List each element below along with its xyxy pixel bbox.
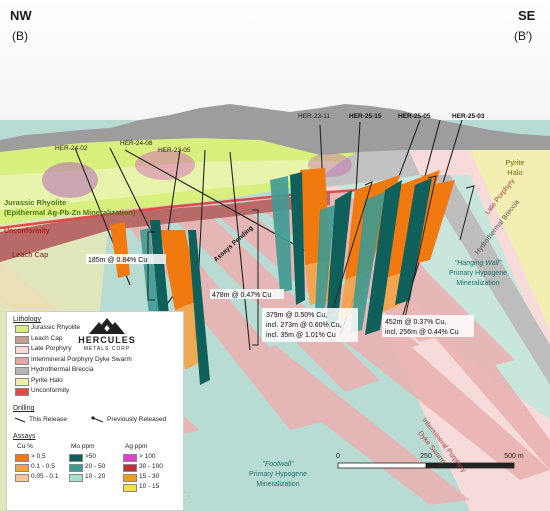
leach-cap-label: Leach Cap <box>12 250 48 259</box>
legend-panel: HERCULES METALS CORP Lithology Jurassic … <box>6 311 184 511</box>
lithology-swatch <box>15 346 29 354</box>
svg-text:478m @ 0.47% Cu: 478m @ 0.47% Cu <box>212 292 271 299</box>
hanging-wall-label-3: Mineralization <box>456 280 499 287</box>
drillhole-label: HER-25-15 <box>349 113 382 120</box>
ag-swatch <box>123 464 137 472</box>
mo-swatch <box>69 474 83 482</box>
pyrite-halo-zone <box>470 150 550 330</box>
unconformity-label: Unconformity <box>4 228 50 235</box>
cu-swatch <box>15 454 29 462</box>
cu-label: 0.05 - 0.1 <box>31 473 59 480</box>
drillhole-label: HER-23-11 <box>298 113 330 120</box>
cu-swatch <box>15 464 29 472</box>
svg-text:incl. 256m @ 0.44% Cu: incl. 256m @ 0.44% Cu <box>385 329 459 336</box>
drillhole-label: HER-25-05 <box>398 113 431 120</box>
ag-swatch <box>123 484 137 492</box>
leach-cap-band <box>0 192 330 262</box>
mo-label: >50 <box>85 453 97 460</box>
collar-cluster-left <box>42 150 352 198</box>
lithology-title: Lithology <box>13 316 42 323</box>
pyrite-halo-label: Pyrite <box>505 158 524 167</box>
drillhole-label: HER-24-08 <box>120 140 153 147</box>
ag-label: 30 - 100 <box>139 463 163 470</box>
lithology-swatch <box>15 367 29 375</box>
intercept-452-label: 452m @ 0.37% Cu, incl. 256m @ 0.44% Cu <box>382 315 474 337</box>
intercept-379-label: 379m @ 0.50% Cu, incl. 273m @ 0.60% Cu, … <box>262 308 358 342</box>
cu-swatch <box>15 474 29 482</box>
intercept-185-label: 185m @ 0.84% Cu <box>86 254 166 264</box>
topography-surface <box>0 104 550 155</box>
drillhole-label: HER-23-05 <box>158 147 191 154</box>
ag-swatch <box>123 454 137 462</box>
ag-swatch <box>123 474 137 482</box>
svg-text:185m @ 0.84% Cu: 185m @ 0.84% Cu <box>88 257 147 264</box>
lithology-label: Unconformity <box>31 387 70 394</box>
lithology-swatch <box>15 335 29 344</box>
lithology-swatch <box>15 388 29 396</box>
cu-title: Cu % <box>17 443 33 450</box>
se-direction-label: SE <box>518 8 536 23</box>
drilling-symbols <box>14 416 104 423</box>
nw-direction-label: NW <box>10 8 32 23</box>
svg-text:379m @ 0.50% Cu,: 379m @ 0.50% Cu, <box>266 312 327 319</box>
scale-tick-0: 0 <box>336 453 340 460</box>
mo-swatch <box>69 464 83 472</box>
pyrite-halo-label-2: Halo <box>507 168 522 177</box>
svg-text:incl. 273m @ 0.60% Cu,: incl. 273m @ 0.60% Cu, <box>266 322 342 329</box>
lithology-label: Pyrite Halo <box>31 376 63 384</box>
lithology-label: Hydrothermal Breccia <box>31 366 94 373</box>
drillhole-label: HER-24-02 <box>55 145 88 152</box>
rhyolite-sublabel: (Epithermal Ag-Pb-Zn Mineralization) <box>4 208 136 217</box>
lithology-label: Jurassic Rhyolite <box>31 324 81 331</box>
hanging-wall-label-2: Primary Hypogene <box>449 270 507 277</box>
scale-bar: 0 250 500 m <box>336 453 524 469</box>
mo-swatch <box>69 454 83 462</box>
drill-previous-label: Previously Released <box>107 416 167 423</box>
mo-title: Mo ppm <box>71 443 95 450</box>
lithology-swatch <box>15 325 29 333</box>
lithology-label: Late Porphyry <box>31 345 72 352</box>
hanging-wall-label: "Hanging Wall" <box>455 260 502 267</box>
rhyolite-label: Jurassic Rhyolite <box>4 198 66 207</box>
cu-label: > 0.5 <box>31 453 46 460</box>
drill-this-release-label: This Release <box>29 416 67 423</box>
drilling-title: Drilling <box>13 405 35 412</box>
drillhole-label: HER-25-03 <box>452 113 485 120</box>
footwall-label: "Footwall" <box>262 461 294 468</box>
footwall-label-3: Mineralization <box>256 481 299 488</box>
scale-tick-500: 500 m <box>504 453 524 460</box>
lithology-swatch <box>15 377 29 386</box>
ag-label: 10 - 15 <box>139 483 160 490</box>
se-section-label: (B′) <box>514 29 532 43</box>
hercules-logo: HERCULES METALS CORP <box>78 318 136 352</box>
intercept-478-label: 478m @ 0.47% Cu <box>210 289 284 299</box>
scale-tick-250: 250 <box>420 453 432 460</box>
ag-label: 15 - 30 <box>139 473 160 480</box>
mo-label: 10 - 20 <box>85 473 106 480</box>
nw-section-label: (B) <box>12 29 28 43</box>
hydrothermal-breccia-zone <box>420 175 550 385</box>
svg-text:incl. 35m @ 1.01% Cu: incl. 35m @ 1.01% Cu <box>266 332 336 339</box>
svg-text:452m @ 0.37% Cu,: 452m @ 0.37% Cu, <box>385 319 446 326</box>
logo-name: HERCULES <box>78 335 136 345</box>
logo-sub: METALS CORP <box>84 346 130 352</box>
sky-background <box>0 0 550 130</box>
cu-label: 0.1 - 0.5 <box>31 463 55 470</box>
mo-label: 20 - 50 <box>85 463 106 470</box>
ag-title: Ag ppm <box>125 443 148 450</box>
footwall-label-2: Primary Hypogene <box>249 471 307 478</box>
lithology-swatch <box>15 356 29 365</box>
ag-label: > 100 <box>139 453 156 460</box>
lithology-label: Leach Cap <box>31 334 63 342</box>
lithology-label: Intermineral Porphyry Dyke Swarm <box>31 355 132 363</box>
assays-title: Assays <box>13 433 36 440</box>
